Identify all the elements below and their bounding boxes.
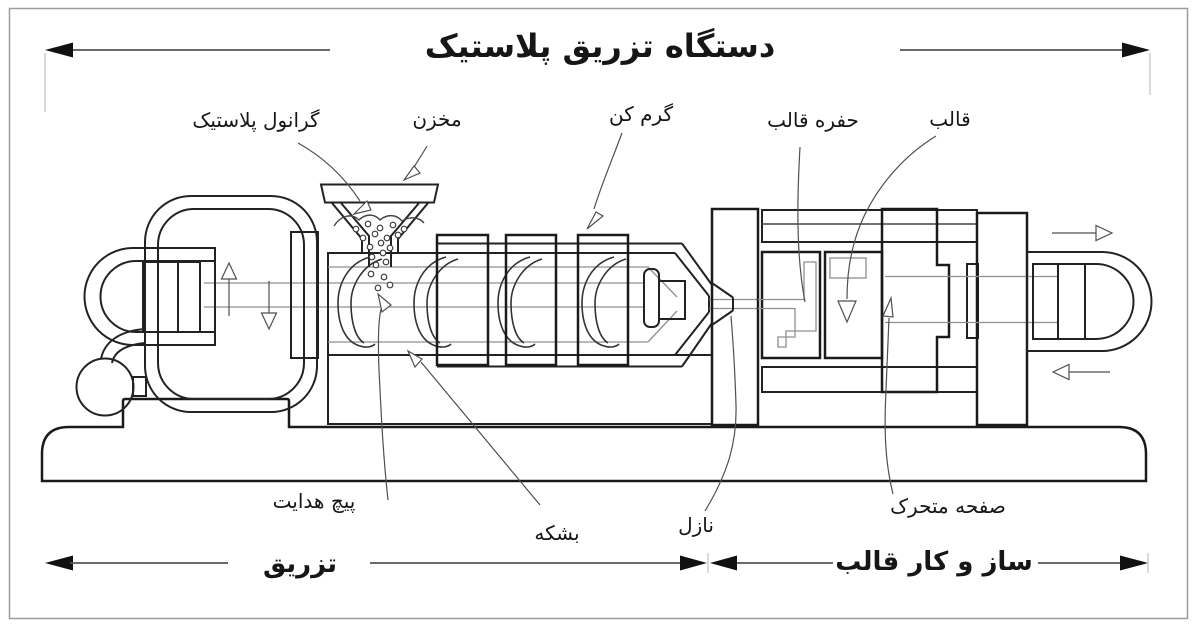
label-heater: گرم کن bbox=[609, 102, 674, 126]
clamp-arrow-left-icon bbox=[1051, 363, 1070, 381]
barrel-taper-inner bbox=[674, 252, 710, 356]
label-barrel: بشکه bbox=[534, 521, 579, 545]
bottom-beam bbox=[761, 366, 978, 393]
arrow-left-icon bbox=[45, 42, 73, 58]
callout-leaders bbox=[297, 132, 937, 512]
motion-down-arrow-icon bbox=[260, 312, 278, 331]
heater-bands bbox=[435, 233, 630, 367]
heater-band-3 bbox=[576, 233, 630, 367]
flight-1a bbox=[337, 256, 376, 348]
mold-half-a bbox=[760, 250, 822, 360]
flight-1b bbox=[350, 258, 383, 344]
hose-inner bbox=[111, 342, 146, 364]
barrel-flange bbox=[290, 231, 319, 359]
section-mold-mechanism: ساز و کار قالب bbox=[835, 547, 1033, 577]
barrel-assembly bbox=[327, 242, 758, 368]
granule-dots bbox=[352, 220, 408, 292]
section-injection: تزریق bbox=[263, 549, 337, 579]
leader-hopper-head-icon bbox=[402, 165, 421, 182]
injection-arrow-right-icon bbox=[680, 555, 707, 571]
clamp-piston bbox=[1057, 264, 1086, 339]
callout-labels: گرانول پلاستیک مخزن گرم کن حفره قالب قال… bbox=[192, 102, 1005, 545]
leader-heater bbox=[593, 132, 623, 210]
motion-up-arrow-icon bbox=[220, 261, 238, 280]
end-platen bbox=[975, 211, 1029, 427]
top-dimension: دستگاه تزریق پلاستیک bbox=[44, 27, 1151, 112]
screw-shaft bbox=[204, 282, 644, 308]
leader-heater-head-icon bbox=[586, 211, 605, 230]
flight-3b bbox=[510, 258, 543, 344]
mechanism-arrow-right-icon bbox=[1120, 555, 1148, 571]
label-mold-cavity: حفره قالب bbox=[767, 108, 859, 132]
motor-outer bbox=[83, 247, 216, 346]
arrow-right-icon bbox=[1122, 42, 1150, 58]
leader-granules bbox=[297, 142, 361, 202]
clamp-cylinder-outer bbox=[1026, 251, 1153, 352]
flight-2b bbox=[426, 258, 459, 344]
pump-connector bbox=[132, 376, 147, 397]
leader-granules-head-icon bbox=[352, 199, 372, 216]
leader-mold-head-icon bbox=[837, 300, 857, 324]
flight-2a bbox=[413, 256, 452, 348]
label-nozzle: نازل bbox=[678, 513, 714, 537]
clamp-cylinder-inner bbox=[1032, 263, 1135, 340]
hose-outer bbox=[100, 328, 146, 360]
leader-guide-screw bbox=[377, 308, 389, 501]
injection-drive-unit bbox=[75, 195, 318, 417]
heater-band-2 bbox=[504, 233, 558, 367]
leader-hopper bbox=[413, 145, 428, 168]
flight-4a bbox=[581, 256, 620, 348]
sprue-cone bbox=[711, 282, 734, 326]
leader-barrel bbox=[420, 361, 541, 506]
leader-moving-plate bbox=[884, 317, 894, 495]
piston-block bbox=[142, 261, 201, 333]
label-moving-plate: صفحه متحرک bbox=[890, 494, 1006, 518]
runner-channel bbox=[758, 261, 817, 348]
injection-arrow-left-icon bbox=[45, 555, 73, 571]
hopper-wall-right bbox=[390, 202, 429, 267]
screw-tip-ring bbox=[643, 268, 660, 328]
label-mold: قالب bbox=[929, 107, 970, 131]
screw-tip-head bbox=[658, 280, 686, 320]
bore-taper bbox=[647, 266, 678, 343]
leader-barrel-head-icon bbox=[406, 349, 423, 369]
mechanism-arrow-left-icon bbox=[710, 555, 737, 571]
hopper-assembly bbox=[319, 183, 440, 292]
flight-4b bbox=[594, 258, 627, 344]
machine-base bbox=[40, 397, 1148, 483]
label-granules: گرانول پلاستیک bbox=[192, 108, 320, 133]
drive-housing-inner bbox=[157, 208, 305, 400]
granule-pile bbox=[333, 214, 425, 227]
leader-guide-screw-head-icon bbox=[377, 292, 392, 314]
page-title: دستگاه تزریق پلاستیک bbox=[425, 27, 776, 65]
label-guide-screw: پیچ هدایت bbox=[273, 489, 356, 514]
hopper-rim bbox=[319, 183, 440, 204]
barrel-outer-top bbox=[327, 252, 675, 355]
barrel-taper-outer bbox=[681, 242, 713, 368]
heater-band-1 bbox=[435, 233, 490, 367]
leader-nozzle bbox=[704, 315, 737, 512]
leader-moving-plate-head-icon bbox=[882, 295, 894, 318]
bottom-dimensions: تزریق ساز و کار قالب bbox=[45, 547, 1149, 579]
leader-mold-cavity bbox=[797, 146, 806, 303]
top-beam bbox=[761, 209, 978, 243]
moving-platen-block bbox=[880, 207, 951, 394]
label-hopper: مخزن bbox=[412, 107, 461, 131]
pump-circle bbox=[75, 357, 135, 417]
leader-mold bbox=[846, 135, 937, 300]
clamp-arrow-right-icon bbox=[1095, 224, 1114, 242]
page-border bbox=[8, 7, 1189, 620]
clamping-unit bbox=[758, 207, 1153, 427]
